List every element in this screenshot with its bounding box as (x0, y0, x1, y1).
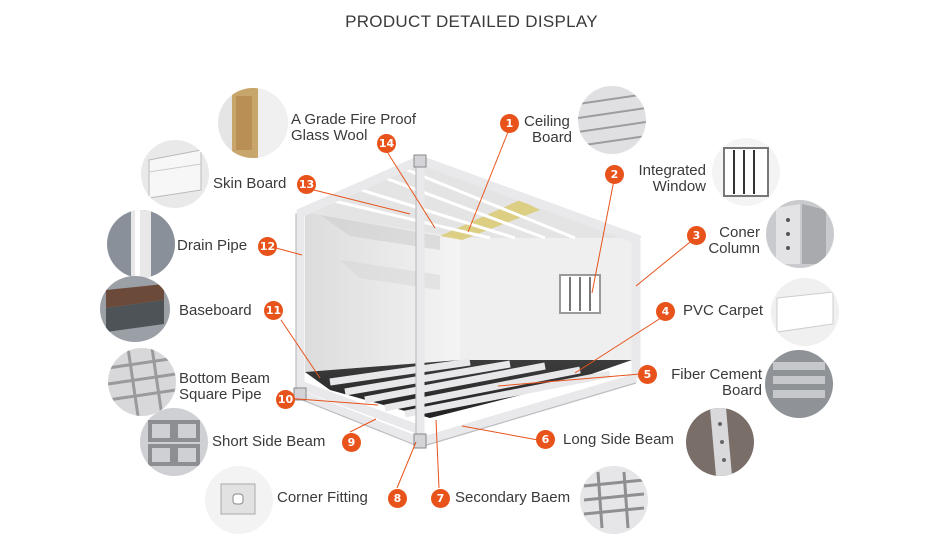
label-long-side-beam: Long Side Beam (563, 431, 674, 448)
thumb-pvc-carpet (771, 278, 839, 346)
thumb-bottom-beam (108, 348, 176, 416)
label-secondary-beam: Secondary Baem (455, 489, 571, 506)
thumb-glass-wool (218, 88, 288, 158)
page-title: PRODUCT DETAILED DISPLAY (345, 12, 598, 31)
badge-14: 14 (377, 134, 396, 153)
leader-lines (275, 131, 696, 489)
thumb-baseboard (100, 276, 170, 342)
badge-1: 1 (500, 114, 519, 133)
thumb-secondary-beam (580, 466, 648, 534)
thumb-coner-column (766, 200, 834, 268)
badge-9: 9 (342, 433, 361, 452)
badge-12: 12 (258, 237, 277, 256)
badge-6: 6 (536, 430, 555, 449)
thumb-ceiling-board (578, 86, 646, 154)
window-illustration (559, 274, 601, 314)
thumb-fiber-cement-board (765, 350, 833, 418)
glass-wool-strip (440, 200, 540, 240)
thumb-long-side-beam (686, 408, 754, 476)
badge-13: 13 (297, 175, 316, 194)
badge-11: 11 (264, 301, 283, 320)
corner-fitting-bottom (413, 433, 427, 449)
thumb-skin-board (141, 140, 209, 208)
label-corner-fitting: Corner Fitting (277, 489, 368, 506)
thumb-corner-fitting (205, 466, 273, 534)
label-drain-pipe: Drain Pipe (177, 237, 248, 254)
badge-5: 5 (638, 365, 657, 384)
thumb-drain-pipe (107, 210, 175, 278)
badge-8: 8 (388, 489, 407, 508)
label-skin-board: Skin Board (213, 175, 287, 192)
label-pvc-carpet: PVC Carpet (683, 302, 764, 319)
corner-fitting-top (413, 154, 427, 168)
badge-3: 3 (687, 226, 706, 245)
badge-7: 7 (431, 489, 450, 508)
thumb-integrated-window (712, 138, 780, 206)
badge-4: 4 (656, 302, 675, 321)
label-baseboard: Baseboard (179, 302, 252, 319)
thumb-short-side-beam (140, 408, 208, 476)
badge-2: 2 (605, 165, 624, 184)
label-short-side-beam: Short Side Beam (212, 433, 326, 450)
badge-10: 10 (276, 390, 295, 409)
back-wall (460, 238, 632, 360)
